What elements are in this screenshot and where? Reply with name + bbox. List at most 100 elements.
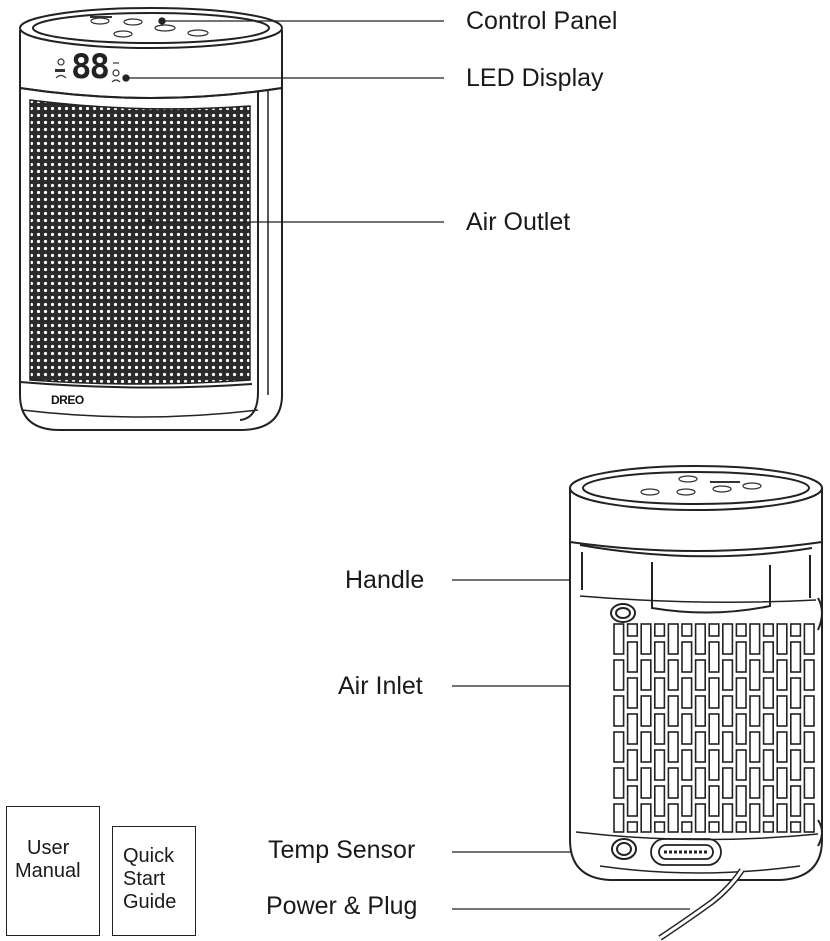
label-led-display: LED Display — [466, 64, 604, 92]
inlet-slot — [721, 695, 734, 727]
inlet-slot — [681, 785, 693, 817]
inlet-slot — [613, 695, 625, 727]
inlet-slot — [749, 623, 761, 655]
label-air-outlet: Air Outlet — [466, 208, 571, 236]
inlet-slot — [762, 785, 774, 817]
inlet-slot — [613, 623, 625, 655]
inlet-slot — [776, 623, 788, 655]
inlet-slot — [803, 695, 815, 727]
air-inlet-grille — [613, 623, 815, 833]
inlet-slot — [653, 641, 666, 673]
inlet-slot — [735, 821, 747, 833]
inlet-slot — [735, 713, 747, 745]
led-icons-left — [55, 58, 67, 79]
user-manual-line-2: Manual — [15, 860, 81, 882]
inlet-slot — [613, 803, 625, 833]
inlet-slot — [694, 623, 706, 655]
inlet-slot — [667, 803, 679, 833]
inlet-slot — [776, 767, 788, 799]
inlet-slot — [653, 749, 666, 781]
quick-start-line-3: Guide — [123, 891, 177, 913]
inlet-slot — [694, 803, 706, 833]
label-air-inlet: Air Inlet — [338, 672, 423, 700]
inlet-slot — [694, 659, 706, 691]
inlet-slot — [694, 731, 706, 763]
inlet-slot — [803, 803, 815, 833]
label-control-panel: Control Panel — [466, 7, 618, 35]
inlet-slot — [613, 767, 625, 799]
user-manual-booklet: User Manual — [6, 806, 100, 936]
inlet-slot — [735, 785, 747, 817]
inlet-slot — [667, 731, 679, 763]
inlet-slot — [640, 695, 652, 727]
inlet-slot — [789, 623, 802, 637]
inlet-slot — [776, 803, 788, 833]
inlet-slot — [749, 731, 761, 763]
label-temp-sensor: Temp Sensor — [268, 836, 416, 864]
inlet-slot — [681, 623, 693, 637]
inlet-slot — [708, 785, 720, 817]
inlet-slot — [762, 821, 774, 833]
inlet-slot — [694, 695, 706, 727]
inlet-slot — [749, 659, 761, 691]
inlet-slot — [708, 749, 720, 781]
inlet-slot — [789, 641, 802, 673]
inlet-slot — [735, 641, 747, 673]
inlet-slot — [626, 623, 638, 637]
inlet-slot — [653, 623, 666, 637]
quick-start-line-1: Quick — [123, 845, 175, 867]
inlet-slot — [789, 713, 802, 745]
inlet-slot — [667, 695, 679, 727]
control-panel-buttons — [90, 16, 209, 38]
inlet-slot — [653, 677, 666, 709]
inlet-slot — [626, 713, 638, 745]
inlet-slot — [749, 767, 761, 799]
front-grille — [29, 99, 251, 385]
inlet-slot — [721, 803, 734, 833]
label-handle: Handle — [345, 566, 425, 594]
inlet-slot — [762, 641, 774, 673]
user-manual-line-1: User — [27, 837, 70, 859]
inlet-slot — [653, 821, 666, 833]
inlet-slot — [762, 677, 774, 709]
inlet-slot — [640, 803, 652, 833]
inlet-slot — [626, 677, 638, 709]
inlet-slot — [721, 659, 734, 691]
inlet-slot — [653, 713, 666, 745]
inlet-slot — [681, 677, 693, 709]
inlet-slot — [640, 659, 652, 691]
inlet-slot — [694, 767, 706, 799]
inlet-slot — [735, 749, 747, 781]
inlet-slot — [762, 749, 774, 781]
inlet-slot — [681, 749, 693, 781]
inlet-slot — [735, 623, 747, 637]
quick-start-booklet: Quick Start Guide — [112, 826, 196, 936]
inlet-slot — [626, 641, 638, 673]
temp-sensor-connector — [650, 838, 722, 866]
inlet-slot — [776, 659, 788, 691]
inlet-slot — [708, 641, 720, 673]
quick-start-line-2: Start — [123, 868, 166, 890]
inlet-slot — [776, 731, 788, 763]
inlet-slot — [803, 767, 815, 799]
brand-logo: DREO — [51, 393, 84, 407]
inlet-slot — [762, 713, 774, 745]
inlet-slot — [667, 659, 679, 691]
inlet-slot — [681, 821, 693, 833]
inlet-slot — [721, 731, 734, 763]
inlet-slot — [667, 623, 679, 655]
back-top-buttons — [640, 475, 762, 496]
inlet-slot — [803, 659, 815, 691]
inlet-slot — [708, 821, 720, 833]
led-icons-right — [111, 62, 121, 83]
inlet-slot — [803, 731, 815, 763]
inlet-slot — [789, 821, 802, 833]
inlet-slot — [789, 785, 802, 817]
inlet-slot — [776, 695, 788, 727]
inlet-slot — [626, 821, 638, 833]
inlet-slot — [626, 785, 638, 817]
inlet-slot — [803, 623, 815, 655]
inlet-slot — [681, 713, 693, 745]
inlet-slot — [613, 659, 625, 691]
inlet-slot — [626, 749, 638, 781]
